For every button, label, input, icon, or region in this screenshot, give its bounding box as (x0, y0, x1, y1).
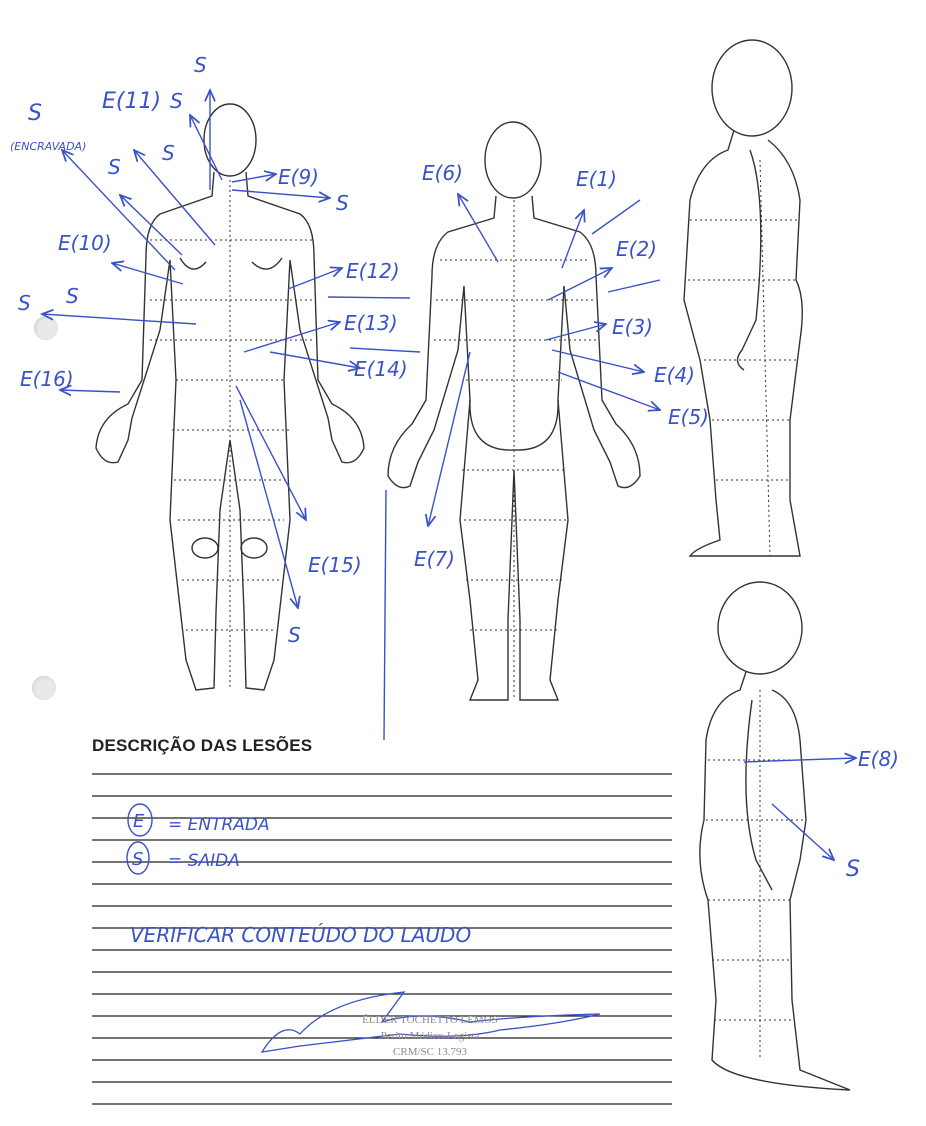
legend: E = ENTRADA S = SAIDA (127, 804, 270, 874)
back-body-figure (388, 122, 640, 700)
front-knee-left (192, 538, 218, 558)
side-outline-bottom (700, 672, 850, 1090)
side-outline-top (684, 130, 802, 556)
entry-label-5: E(5) (668, 405, 709, 429)
legend-entry-letter: E (133, 811, 145, 832)
side-body-figure-right-facing (700, 582, 850, 1090)
entry-label-12: E(12) (346, 259, 400, 283)
exit-label: S (336, 191, 349, 215)
back-head (485, 122, 541, 198)
entry-label-15: E(15) (308, 553, 362, 577)
front-chest-left (180, 258, 206, 269)
front-body-figure (96, 104, 364, 690)
side-head-bottom (718, 582, 802, 674)
side-region-grid-top (688, 160, 798, 556)
entry-label-11: E(11) (102, 89, 161, 114)
entry-label-4: E(4) (654, 363, 695, 387)
entry-label-3: E(3) (612, 315, 653, 339)
side-body-figure-left-facing (684, 40, 802, 556)
side-wound-labels: E(8) S (846, 747, 899, 882)
entry-label-13: E(13) (344, 311, 398, 335)
exit-label: S (170, 89, 183, 113)
stamp-role: Perito Médico-Legista (350, 1030, 510, 1043)
legend-exit-letter: S (132, 849, 143, 870)
front-chest-right (252, 258, 282, 269)
handwritten-note: VERIFICAR CONTEÚDO DO LAUDO (130, 923, 471, 947)
exit-label: S (66, 284, 79, 308)
legend-entry-text: = ENTRADA (168, 815, 270, 835)
entry-label-2: E(2) (616, 237, 657, 261)
exit-label: S (194, 53, 207, 77)
entry-label-14: E(14) (354, 357, 408, 381)
front-head (204, 104, 256, 176)
entry-label-1: E(1) (576, 167, 617, 191)
front-knee-right (241, 538, 267, 558)
entry-label-7: E(7) (414, 547, 455, 571)
section-title: DESCRIÇÃO DAS LESÕES (92, 736, 312, 756)
back-wound-labels: E(6) E(1) E(2) E(3) E(4) E(5) E(7) (414, 161, 709, 571)
stamp-name: ÉLDER TOCHETTO LEMOS (350, 1014, 510, 1027)
exit-label-encrusted: S (28, 101, 42, 126)
side-region-grid-bottom (706, 690, 804, 1060)
exit-label: S (162, 141, 175, 165)
entry-label-8: E(8) (858, 747, 899, 771)
side-arm-top (737, 150, 760, 370)
encrusted-note: (ENCRAVADA) (10, 140, 86, 153)
entry-label-6: E(6) (422, 161, 463, 185)
exit-label: S (18, 291, 31, 315)
entry-label-9: E(9) (278, 165, 319, 189)
side-arm-bottom (746, 700, 772, 890)
entry-label-10: E(10) (58, 231, 112, 255)
legend-exit-text: = SAIDA (168, 851, 240, 871)
side-head-top (712, 40, 792, 136)
exit-label: S (846, 857, 860, 882)
exit-label: S (288, 623, 301, 647)
entry-label-16: E(16) (20, 367, 74, 391)
exit-label: S (108, 155, 121, 179)
stamp-registration: CRM/SC 13.793 (350, 1046, 510, 1059)
